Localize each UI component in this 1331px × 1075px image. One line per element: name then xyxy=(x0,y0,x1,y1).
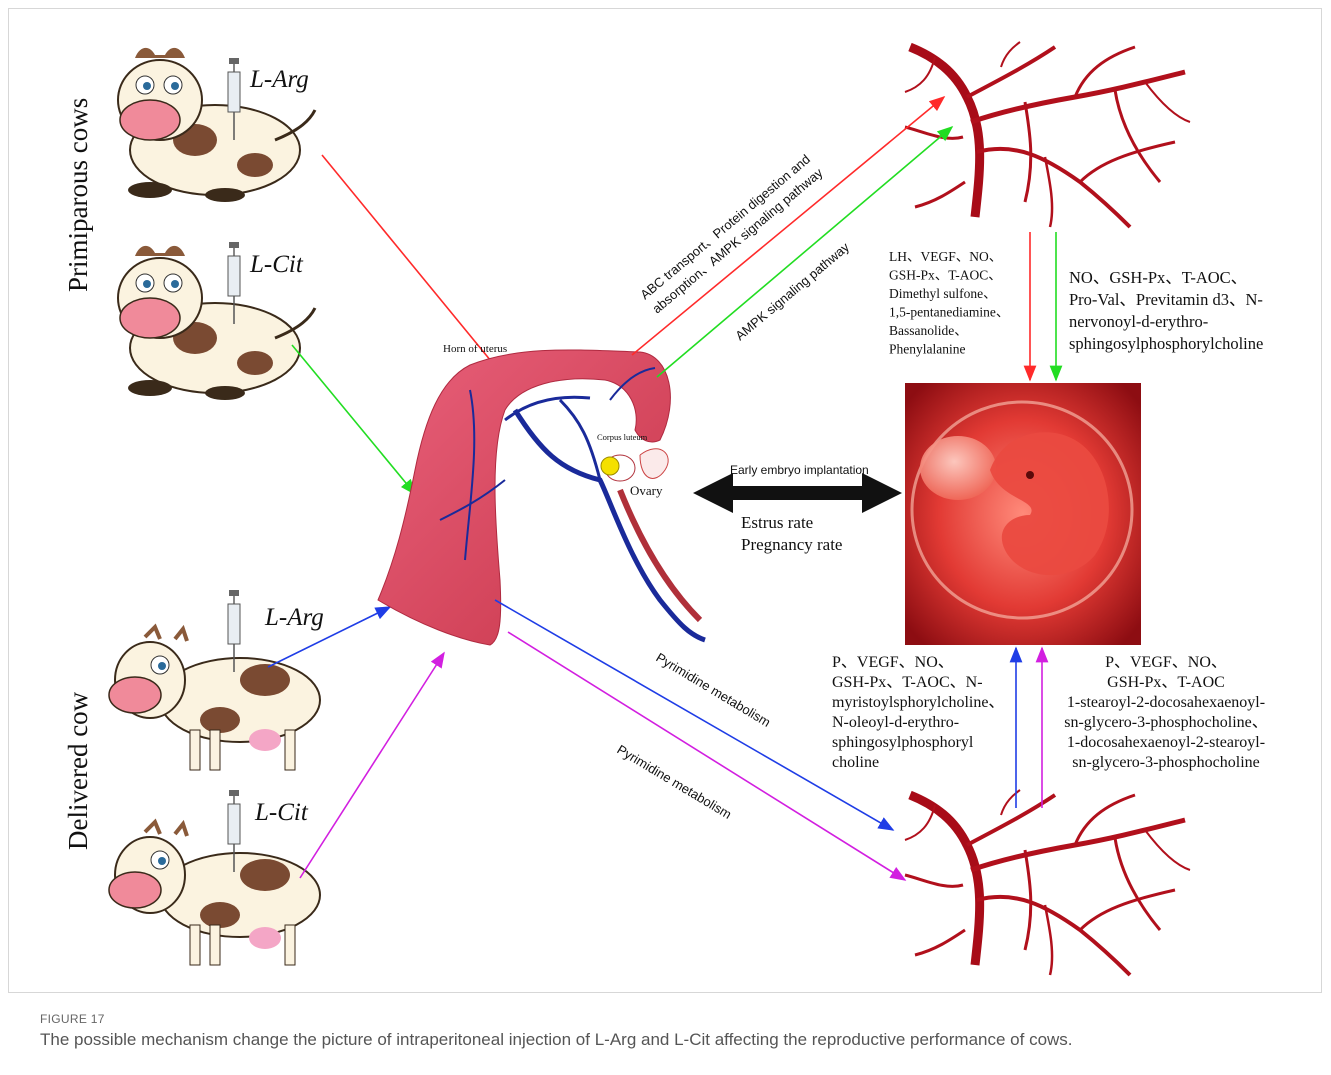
metabolite-line: 1,5-pentanediamine、 xyxy=(889,305,1009,320)
pathway-magenta: Pyrimidine metabolism xyxy=(614,742,734,822)
metabolite-line: LH、VEGF、NO、 xyxy=(889,249,1002,264)
blood-vessel-top xyxy=(905,42,1190,227)
metabolite-line: Pro-Val、Previtamin d3、N- xyxy=(1069,290,1263,309)
arrow-primiparous-cit xyxy=(292,345,415,494)
label-ovary: Ovary xyxy=(630,483,663,498)
label-estrus-rate: Estrus rate xyxy=(741,513,813,532)
metabolites-top-green: NO、GSH-Px、T-AOC、 Pro-Val、Previtamin d3、N-… xyxy=(1069,268,1263,353)
metabolite-line: Dimethyl sulfone、 xyxy=(889,286,997,301)
metabolites-bottom-blue: P、VEGF、NO、 GSH-Px、T-AOC、N-myristoylsphory… xyxy=(832,654,1004,771)
label-pregnancy-rate: Pregnancy rate xyxy=(741,535,842,554)
arrow-primiparous-arg xyxy=(322,155,500,372)
metabolite-line: choline xyxy=(832,754,879,771)
label-corpus-luteum: Corpus luteum xyxy=(597,432,648,442)
metabolite-line: GSH-Px、T-AOC、 xyxy=(889,268,1002,283)
metabolite-line: myristoylsphorylcholine、 xyxy=(832,694,1004,711)
embryo-image xyxy=(905,383,1141,645)
cow-delivered-cit xyxy=(109,822,320,965)
label-early-embryo-implantation: Early embryo implantation xyxy=(730,463,869,477)
metabolite-line: 1-docosahexaenoyl-2-stearoyl- xyxy=(1067,734,1265,751)
group-label-primiparous: Primiparous cows xyxy=(63,98,93,292)
label-delivered-arg: L-Arg xyxy=(264,604,324,631)
label-primiparous-cit: L-Cit xyxy=(249,251,304,278)
metabolite-line: sphingosylphosphoryl xyxy=(832,734,974,751)
label-primiparous-arg: L-Arg xyxy=(249,66,309,93)
metabolite-line: P、VEGF、NO、 xyxy=(832,654,954,671)
metabolite-line: GSH-Px、T-AOC、N- xyxy=(832,674,983,691)
figure-caption: The possible mechanism change the pictur… xyxy=(40,1030,1073,1050)
group-label-delivered: Delivered cow xyxy=(63,691,93,850)
metabolite-line: nervonoyl-d-erythro- xyxy=(1069,312,1208,331)
metabolite-line: N-oleoyl-d-erythro- xyxy=(832,714,959,731)
metabolites-top-red: LH、VEGF、NO、 GSH-Px、T-AOC、 Dimethyl sulfone… xyxy=(889,249,1009,357)
metabolite-line: sn-glycero-3-phosphocholine、 xyxy=(1064,714,1268,731)
metabolite-line: NO、GSH-Px、T-AOC、 xyxy=(1069,268,1247,287)
label-delivered-cit: L-Cit xyxy=(254,799,309,826)
metabolites-bottom-magenta: P、VEGF、NO、 GSH-Px、T-AOC 1-stearoyl-2-docos… xyxy=(1064,654,1268,771)
metabolite-line: Bassanolide、 xyxy=(889,323,968,338)
metabolite-line: sn-glycero-3-phosphocholine xyxy=(1072,754,1260,771)
metabolite-line: Phenylalanine xyxy=(889,342,965,357)
arrow-delivered-cit xyxy=(300,653,444,878)
implantation-double-arrow xyxy=(693,473,902,513)
mechanism-diagram: Primiparous cows Delivered cow xyxy=(0,0,1331,1000)
pathway-blue: Pyrimidine metabolism xyxy=(653,650,773,730)
corpus-luteum-dot xyxy=(601,457,619,475)
metabolite-line: 1-stearoyl-2-docosahexaenoyl- xyxy=(1067,694,1265,711)
blood-vessel-bottom xyxy=(905,790,1190,975)
pathway-green: AMPK signaling pathway xyxy=(732,239,852,343)
metabolite-line: GSH-Px、T-AOC xyxy=(1107,674,1225,691)
label-horn-of-uterus: Horn of uterus xyxy=(443,343,507,355)
cow-delivered-arg xyxy=(109,627,320,770)
figure-label: FIGURE 17 xyxy=(40,1012,105,1026)
metabolite-line: sphingosylphosphorylcholine xyxy=(1069,334,1263,353)
metabolite-line: P、VEGF、NO、 xyxy=(1105,654,1227,671)
